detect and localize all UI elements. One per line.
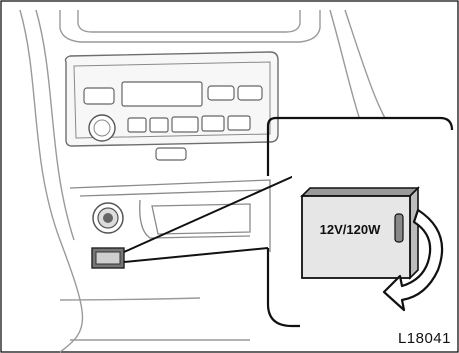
figure-id: L18041	[398, 330, 451, 347]
volume-knob	[89, 115, 115, 141]
radio-button	[208, 86, 234, 100]
cover-indicator	[395, 214, 403, 242]
lighter	[93, 203, 123, 233]
preset-button	[202, 116, 224, 131]
power-outlet-cover-icon: 12V/120W	[302, 188, 418, 278]
socket-rating: 12V/120W	[320, 222, 381, 237]
slot	[156, 148, 186, 160]
preset-button	[128, 118, 146, 132]
outlet-location	[92, 248, 124, 268]
radio-display	[122, 82, 202, 106]
radio-button	[238, 86, 262, 100]
preset-button	[228, 116, 250, 130]
preset-button	[172, 117, 198, 132]
preset-button	[150, 118, 168, 132]
radio-button	[84, 88, 114, 104]
